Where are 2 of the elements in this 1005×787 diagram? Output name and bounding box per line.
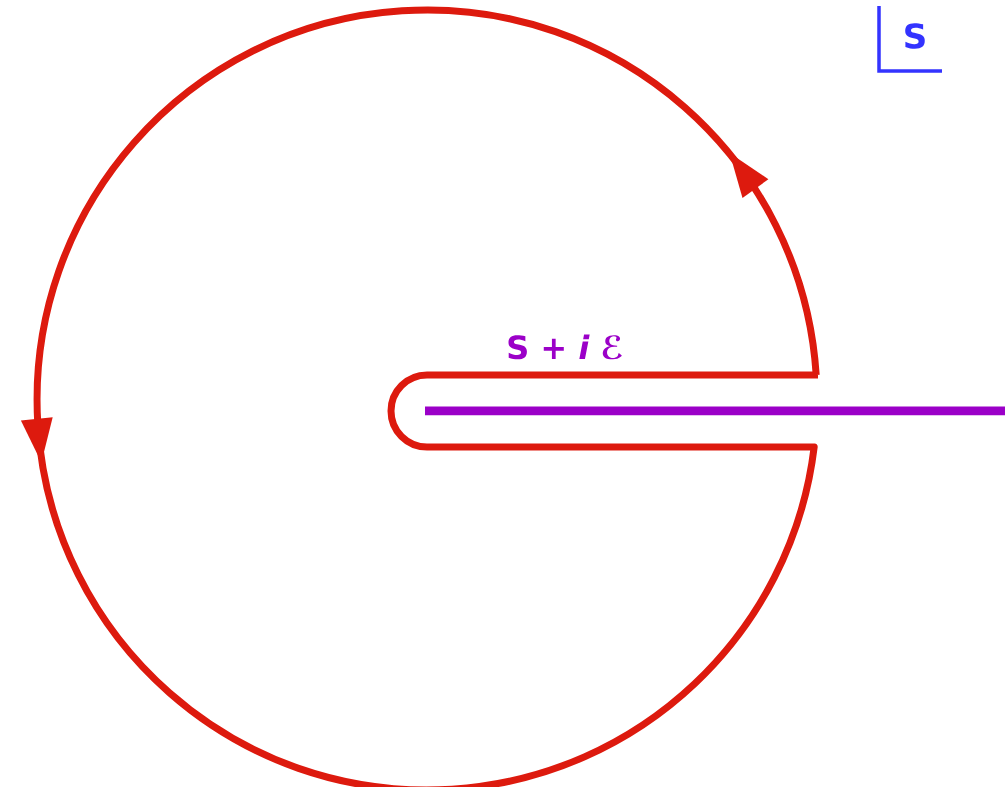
contour-label: S + i ℰ [508,334,622,360]
plane-label: S [905,23,925,49]
